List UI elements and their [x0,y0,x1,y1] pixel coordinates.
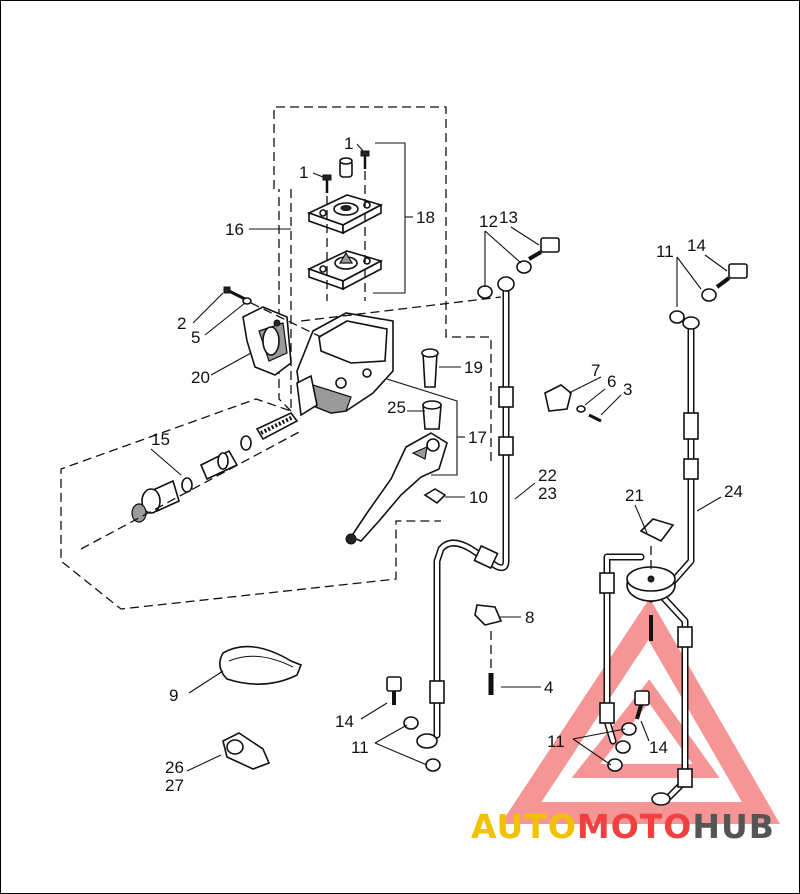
label-13: 13 [499,208,518,227]
banjo-bolt-13 [527,237,560,261]
washer-11-right-a [701,288,717,302]
pivot-bushing [422,400,442,430]
label-4: 4 [544,678,553,697]
front-brake-hose [416,276,515,749]
banjo-bolt-14-lower [634,690,650,720]
master-cylinder-body [296,312,394,417]
callout-labels: 1 1 18 16 12 13 2 5 20 19 25 17 15 10 22… [151,134,743,795]
pushrod-pin [421,348,439,388]
label-12: 12 [479,212,498,231]
screw-3 [588,413,602,423]
screw-1-right [360,150,370,169]
washer-12-a [516,260,532,274]
label-19: 19 [464,358,483,377]
label-9: 9 [169,686,178,705]
brake-lever [345,432,448,545]
label-24: 24 [724,482,743,501]
group-outline-15 [60,189,441,610]
leader-lines [150,142,728,772]
p-clip [222,732,271,770]
label-27: 27 [165,776,184,795]
clip-7 [544,384,572,412]
label-14-right: 14 [687,236,706,255]
washer-11-right-b [669,310,685,324]
label-25: 25 [387,398,406,417]
watermark-auto: AUTO [471,807,577,846]
label-23: 23 [538,484,557,503]
diaphragm [306,250,384,291]
handlebar-clamp [242,306,292,376]
label-17: 17 [468,428,487,447]
sight-plug [339,157,353,178]
label-2: 2 [177,314,186,333]
watermark-triangle [500,598,781,824]
label-10: 10 [469,488,488,507]
piston-assembly [131,411,299,523]
label-11-lower: 11 [547,732,565,751]
label-22: 22 [538,466,557,485]
label-14-lower: 14 [649,738,668,757]
axis-banjo [300,296,502,322]
axis-clamp [250,302,322,338]
bracket-21 [639,518,675,543]
washer-11-left-b [425,758,441,772]
label-18: 18 [416,208,435,227]
retaining-clip [423,488,447,505]
washer-12-b [477,285,493,299]
label-3: 3 [623,380,632,399]
group-outline-16 [273,106,492,461]
banjo-bolt-14-right [715,263,748,289]
label-26: 26 [165,758,184,777]
label-7: 7 [591,361,600,380]
cable-strap [219,645,303,685]
watermark-logo-text: AUTOMOTOHUB [471,807,775,846]
label-1b: 1 [299,163,308,182]
label-15: 15 [151,430,170,449]
washer-11-left-a [403,716,419,730]
label-5: 5 [191,328,200,347]
banjo-bolt-14-left [386,676,402,705]
label-11-right: 11 [656,242,674,261]
inner-outline [278,189,292,412]
label-14-left: 14 [335,712,354,731]
label-11-left: 11 [351,738,369,757]
watermark-hub: HUB [692,807,775,846]
washer-6 [576,405,586,413]
reservoir-cover [306,194,384,235]
label-6: 6 [607,372,616,391]
label-8: 8 [525,608,534,627]
clamp-screw [223,286,252,305]
label-21: 21 [625,486,644,505]
label-20: 20 [191,368,210,387]
label-16: 16 [225,220,244,239]
washer-11-lower-b [615,740,631,754]
hose-clip-8 [474,604,503,626]
label-1a: 1 [344,134,353,153]
watermark-moto: MOTO [576,807,693,846]
brake-manifold [626,566,676,602]
screw-1-left [322,174,332,193]
washer-11-lower-a [621,722,637,736]
washer-11-lower-c [607,758,623,772]
